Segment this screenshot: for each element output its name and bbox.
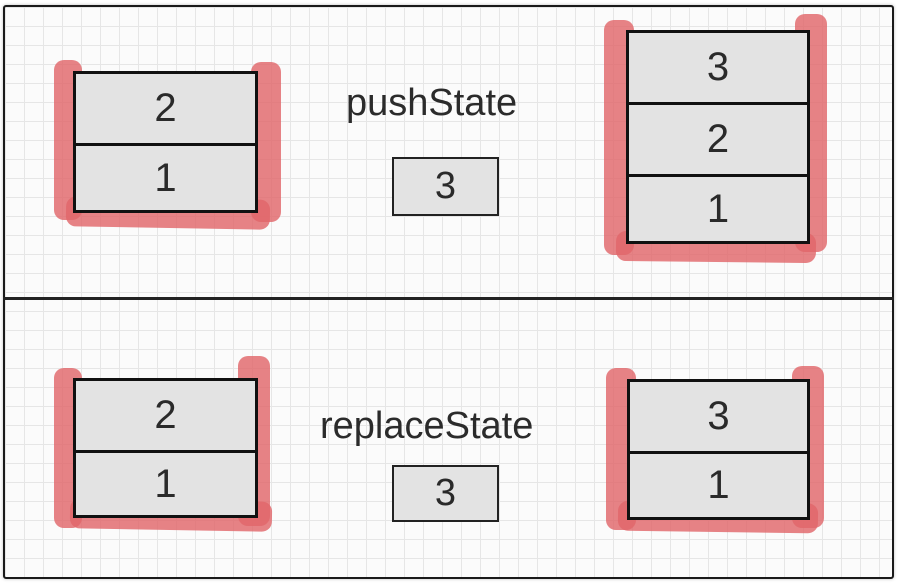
stack-entry: 2	[76, 381, 255, 453]
replace-after-stack: 3 1	[627, 379, 810, 520]
push-new-entry: 3	[392, 157, 499, 216]
stack-entry: 3	[630, 382, 807, 454]
push-before-stack: 2 1	[73, 71, 258, 213]
stack-entry: 1	[706, 186, 730, 231]
push-after-stack: 3 2 1	[626, 30, 810, 244]
replace-new-entry: 3	[392, 465, 499, 522]
section-divider	[3, 297, 894, 300]
stack-entry: 1	[154, 155, 177, 200]
replace-before-stack: 2 1	[73, 378, 258, 518]
stack-entry: 2	[629, 105, 807, 177]
push-state-label: pushState	[346, 82, 518, 124]
stack-entry: 1	[154, 461, 177, 506]
replace-state-label: replaceState	[320, 405, 534, 447]
stack-entry: 1	[707, 463, 730, 507]
stack-entry: 2	[76, 74, 255, 146]
stack-entry: 3	[629, 33, 807, 105]
